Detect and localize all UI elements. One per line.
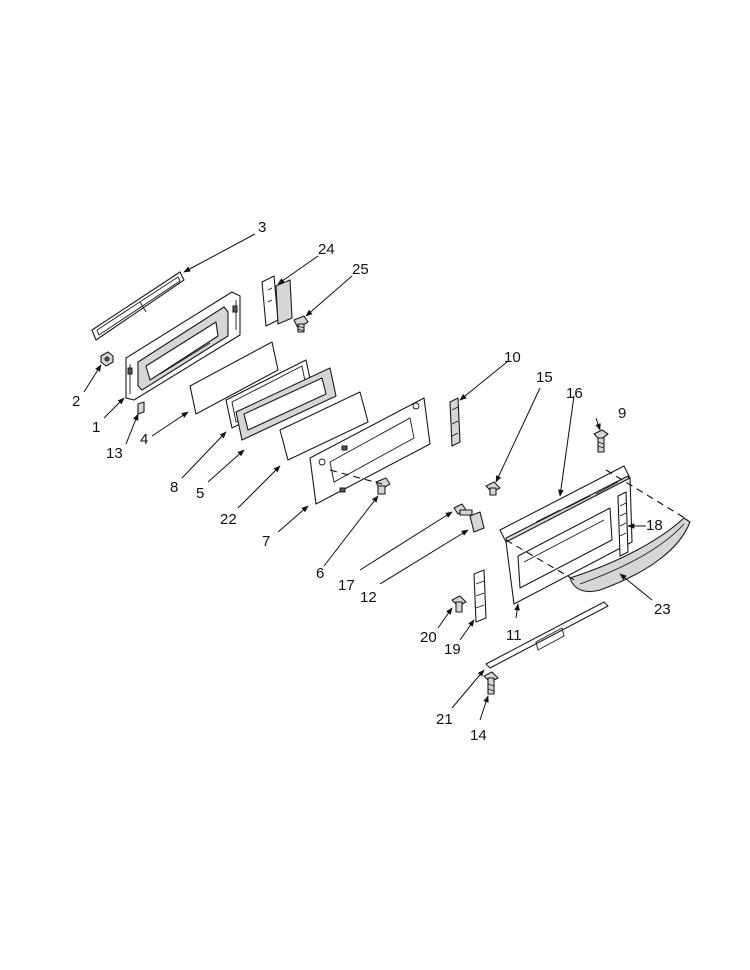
callout-13: 13 (106, 445, 123, 462)
callout-labels: 3 24 25 2 1 13 4 8 5 22 7 6 10 15 16 9 1… (72, 219, 671, 744)
part-18-side-slide (617, 491, 629, 557)
callout-19: 19 (444, 641, 461, 658)
callout-14: 14 (470, 727, 487, 744)
leader-lines (83, 233, 653, 721)
callout-3: 3 (258, 219, 266, 236)
part-21-trim (485, 601, 609, 669)
part-9-screw (593, 429, 609, 453)
part-1-inner-frame (125, 291, 241, 401)
callout-16: 16 (566, 385, 583, 402)
part-5-insulation-frame (235, 367, 337, 441)
part-10-hinge (449, 397, 461, 447)
callout-20: 20 (420, 629, 437, 646)
part-15-screw (485, 481, 501, 496)
callout-9: 9 (618, 405, 626, 422)
callout-12: 12 (360, 589, 377, 606)
callout-25: 25 (352, 261, 369, 278)
part-3-gasket (91, 271, 185, 341)
part-23-handle (569, 517, 691, 593)
part-2-nut (100, 351, 114, 367)
callout-23: 23 (654, 601, 671, 618)
part-24-bracket (261, 275, 293, 327)
part-14-screw (483, 671, 499, 695)
part-25-screw (293, 315, 309, 333)
part-19-side-bracket (473, 569, 487, 623)
callout-11: 11 (506, 627, 522, 644)
callout-15: 15 (536, 369, 553, 386)
part-20-screw (451, 595, 467, 613)
callout-2: 2 (72, 393, 80, 410)
part-13-clip (137, 401, 145, 415)
callout-8: 8 (170, 479, 178, 496)
callout-1: 1 (92, 419, 100, 436)
part-12-latch (469, 511, 485, 533)
callout-18: 18 (646, 517, 663, 534)
callout-17: 17 (338, 577, 355, 594)
part-17-bolt (453, 503, 473, 516)
callout-6: 6 (316, 565, 324, 582)
callout-4: 4 (140, 431, 148, 448)
part-16-drawer-front (499, 465, 633, 605)
callout-5: 5 (196, 485, 204, 502)
part-4-glass (189, 341, 279, 415)
callout-22: 22 (220, 511, 237, 528)
part-6-screw (375, 477, 391, 495)
part-7-outer-panel (309, 397, 431, 505)
callout-24: 24 (318, 241, 335, 258)
callout-21: 21 (436, 711, 453, 728)
callout-10: 10 (504, 349, 521, 366)
part-22-glass (279, 391, 369, 461)
callout-7: 7 (262, 533, 270, 550)
